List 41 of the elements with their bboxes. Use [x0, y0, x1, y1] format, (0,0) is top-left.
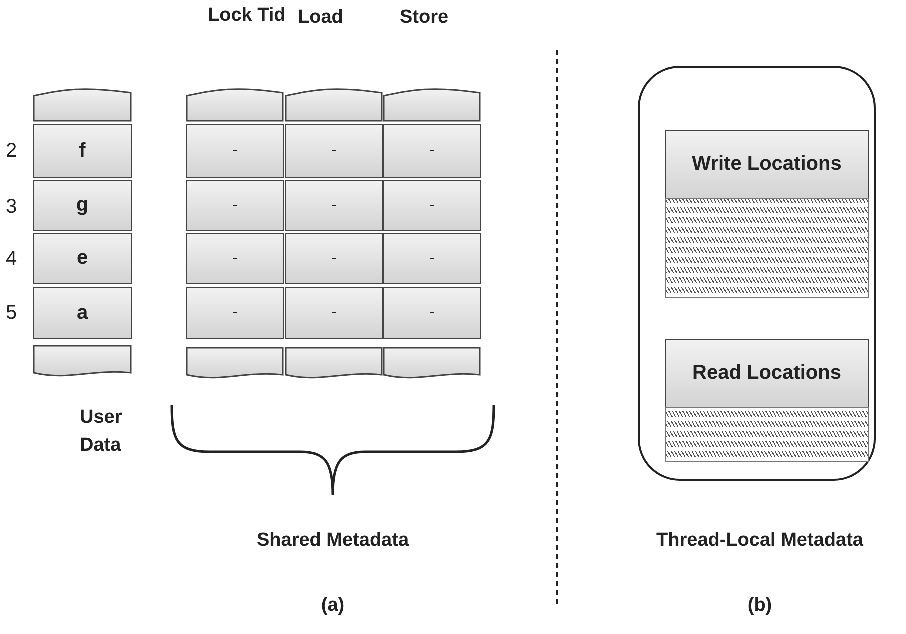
memory-cell: f: [33, 124, 132, 178]
rounded-container: [638, 66, 876, 481]
memory-cell: -: [383, 233, 481, 284]
row-number: 2: [6, 139, 18, 164]
memory-cell: -: [186, 124, 284, 178]
row-number: 5: [6, 301, 18, 326]
torn-cell: [285, 347, 383, 379]
memory-cell: -: [383, 287, 481, 339]
memory-cell: a: [33, 287, 132, 339]
column-header: Load: [298, 6, 344, 30]
torn-cell: [383, 88, 481, 122]
memory-cell: -: [285, 233, 383, 284]
torn-cell: [285, 88, 383, 122]
panel-label: (a): [321, 594, 345, 618]
memory-cell: e: [33, 233, 132, 284]
torn-cell: [383, 347, 481, 379]
memory-cell: -: [186, 180, 284, 231]
torn-cell: [186, 347, 284, 379]
memory-cell: -: [186, 287, 284, 339]
memory-cell: -: [285, 180, 383, 231]
row-number: 3: [6, 195, 18, 220]
section-label: Thread-Local Metadata: [656, 529, 864, 553]
row-number: 4: [6, 247, 18, 272]
hatched-area: [665, 198, 869, 298]
column-header: Lock Tid: [208, 4, 286, 28]
section-label: User Data: [80, 406, 120, 458]
memory-cell: -: [383, 124, 481, 178]
list-header: Write Locations: [665, 130, 869, 199]
memory-cell: -: [285, 124, 383, 178]
hatched-area: [665, 407, 869, 462]
memory-cell: -: [186, 233, 284, 284]
torn-cell: [33, 345, 132, 377]
memory-cell: -: [285, 287, 383, 339]
section-label: Shared Metadata: [256, 529, 410, 553]
memory-cell: -: [383, 180, 481, 231]
panel-label: (b): [748, 594, 772, 618]
torn-cell: [186, 88, 284, 122]
list-header: Read Locations: [665, 339, 869, 408]
column-header: Store: [400, 6, 449, 30]
memory-cell: g: [33, 180, 132, 231]
torn-cell: [33, 88, 132, 122]
